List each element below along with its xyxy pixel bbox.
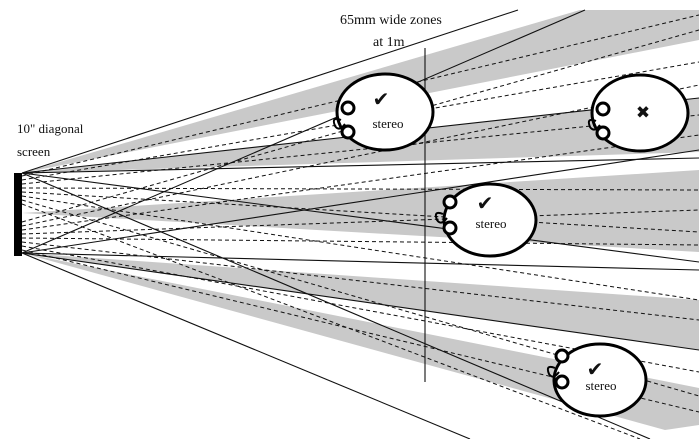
zones-label-line-2: at 1m bbox=[373, 35, 405, 50]
dashed-rays bbox=[21, 14, 699, 439]
check-icon: ✔ bbox=[477, 191, 494, 215]
eyes bbox=[442, 194, 458, 236]
viewer-label: stereo bbox=[585, 378, 616, 393]
nose bbox=[587, 118, 601, 131]
screen-label-line-1: 10" diagonal bbox=[17, 121, 84, 136]
screen-label-line-2: screen bbox=[17, 144, 51, 159]
viewing-zone-3 bbox=[22, 170, 699, 252]
viewer-head-middle: ✔ stereo bbox=[434, 182, 538, 258]
viewer-head-top-left: ✔ stereo bbox=[332, 72, 435, 152]
viewer-head-top-right: ✖ bbox=[587, 73, 690, 153]
check-icon: ✔ bbox=[373, 87, 390, 111]
zones-label-line-1: 65mm wide zones bbox=[340, 13, 442, 28]
head-outline bbox=[335, 72, 435, 152]
viewing-zone-5 bbox=[22, 253, 699, 430]
check-icon: ✔ bbox=[587, 357, 604, 381]
viewer-head-bottom: ✔ stereo bbox=[546, 342, 648, 418]
nose bbox=[546, 365, 560, 378]
eyes bbox=[340, 100, 356, 140]
cross-icon: ✖ bbox=[636, 103, 650, 123]
nose bbox=[332, 117, 346, 130]
head-outline bbox=[590, 73, 690, 153]
eyes bbox=[554, 348, 570, 390]
viewer-label: stereo bbox=[372, 116, 403, 131]
nose bbox=[434, 211, 448, 224]
viewer-label: stereo bbox=[475, 216, 506, 231]
eyes bbox=[595, 101, 611, 141]
head-outline bbox=[552, 342, 648, 418]
screen-label: 10" diagonal screen bbox=[17, 121, 87, 159]
screen-bar bbox=[14, 173, 22, 256]
zones-label: 65mm wide zones at 1m bbox=[340, 13, 445, 50]
solid-rays bbox=[21, 9, 699, 439]
